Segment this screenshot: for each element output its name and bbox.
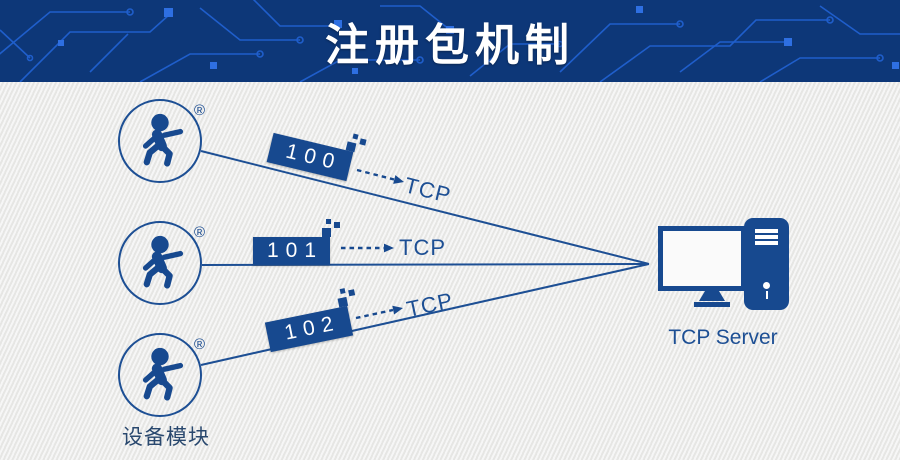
pixel-decoration	[334, 222, 340, 228]
header: 注册包机制	[0, 0, 900, 82]
device-module-3: ®	[118, 333, 205, 417]
pixel-decoration	[322, 228, 331, 237]
tower-vent-bar	[755, 229, 778, 233]
pixel-decoration	[339, 288, 346, 294]
monitor-stand	[699, 291, 725, 301]
power-button-icon	[765, 291, 768, 299]
monitor-stand-base	[694, 302, 730, 307]
device-group-label: 设备模块	[122, 426, 210, 449]
pixel-decoration	[326, 219, 331, 224]
packet-id: 101	[266, 239, 324, 262]
monitor-icon	[658, 226, 746, 291]
registered-trademark: ®	[193, 102, 205, 119]
device-module-2: ®	[118, 221, 205, 305]
registered-trademark: ®	[193, 224, 205, 241]
person-logo-icon	[142, 113, 184, 167]
tower-vent-bar	[755, 241, 778, 245]
server-tower-icon	[744, 218, 789, 310]
page-title: 注册包机制	[325, 21, 575, 70]
person-logo-icon	[142, 235, 184, 289]
tower-vent-bar	[755, 235, 778, 239]
power-button-icon	[763, 282, 770, 289]
device-module-1: ®	[118, 99, 205, 183]
server-label: TCP Server	[668, 326, 778, 349]
circuit-pattern-icon	[0, 0, 900, 82]
protocol-label-2: TCP	[399, 235, 446, 260]
registered-trademark: ®	[193, 336, 205, 353]
person-logo-icon	[142, 347, 184, 401]
registration-packet-101: 101	[253, 219, 340, 265]
pixel-decoration	[337, 296, 349, 308]
pixel-decoration	[348, 289, 356, 297]
